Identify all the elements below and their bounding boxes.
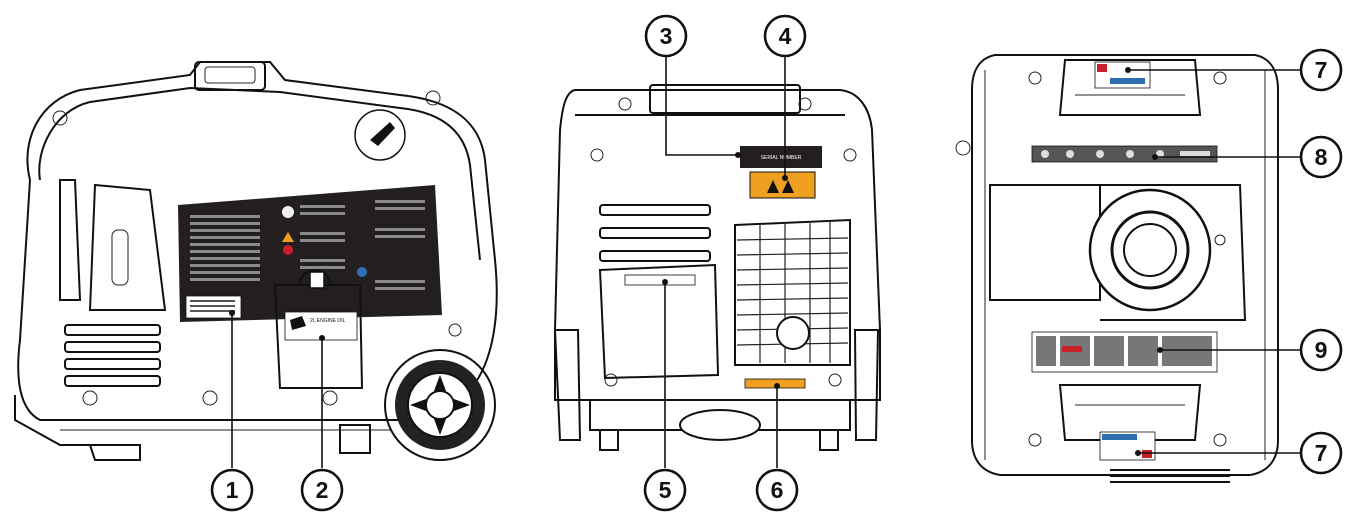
serial-number-label (740, 146, 822, 168)
generator-side-view: 2L ENGINE OIL (14, 61, 498, 461)
generator-front-view: SERIAL NUMBER (553, 84, 881, 451)
label-5-patch (624, 274, 696, 286)
callout-9-number: 9 (1315, 337, 1328, 363)
callout-2: 2 (300, 468, 344, 512)
callout-9: 9 (1299, 328, 1343, 372)
callout-6: 6 (755, 468, 799, 512)
callout-8: 8 (1299, 135, 1343, 179)
callout-6-number: 6 (771, 477, 784, 503)
generator-top-view (955, 54, 1279, 483)
leader-lines (229, 55, 1300, 468)
callout-5-number: 5 (659, 477, 672, 503)
callout-5: 5 (643, 468, 687, 512)
callout-4: 4 (763, 14, 807, 58)
callout-7-bottom: 7 (1299, 431, 1343, 475)
warning-label (749, 171, 816, 199)
callout-3: 3 (644, 14, 688, 58)
oil-label-text: 2L ENGINE OIL (310, 318, 346, 324)
callout-2-number: 2 (316, 477, 329, 503)
callout-7-top: 7 (1299, 48, 1343, 92)
callout-1: 1 (210, 468, 254, 512)
callout-3-number: 3 (660, 23, 673, 49)
callout-7-bottom-number: 7 (1315, 440, 1328, 466)
serial-number-text: SERIAL NUMBER (761, 155, 802, 161)
callout-8-number: 8 (1315, 144, 1328, 170)
callout-4-number: 4 (779, 23, 792, 49)
callout-7-top-number: 7 (1315, 57, 1328, 83)
callout-1-number: 1 (226, 477, 239, 503)
label-8-strip (1031, 145, 1218, 163)
